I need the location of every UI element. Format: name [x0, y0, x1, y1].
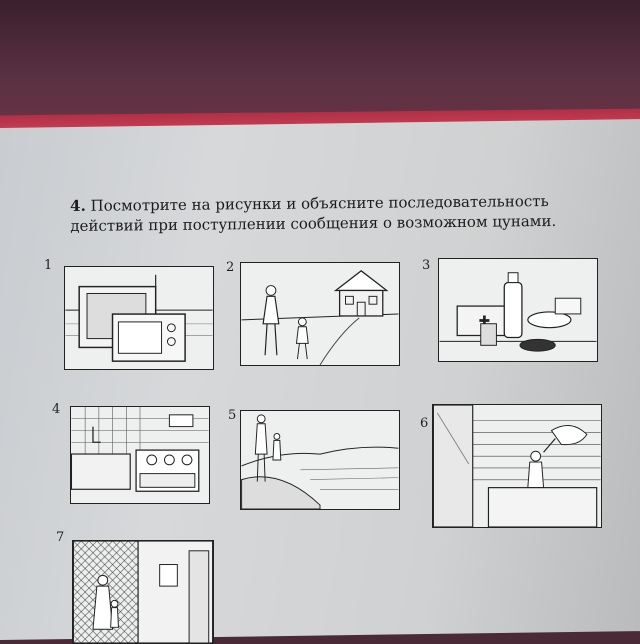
tv-and-radio-icon — [65, 274, 213, 362]
task-text: 4. Посмотрите на рисунки и объясните пос… — [70, 190, 630, 236]
figure-number-4: 4 — [52, 402, 61, 417]
figure-number-7: 7 — [56, 530, 65, 545]
food-and-first-aid-supplies-icon: ✚ — [439, 272, 597, 352]
mother-child-in-doorway-icon — [73, 541, 213, 643]
figure-5 — [240, 410, 400, 510]
figure-4 — [70, 406, 210, 504]
figure-number-6: 6 — [420, 416, 429, 431]
figure-3: ✚ — [438, 258, 598, 362]
people-on-hill-above-sea-icon — [241, 414, 399, 509]
figure-7 — [72, 540, 214, 644]
svg-text:✚: ✚ — [479, 314, 491, 330]
task-number: 4. — [70, 196, 86, 215]
figure-number-2: 2 — [226, 260, 235, 275]
kitchen-stove-gas-water-off-icon — [71, 407, 209, 492]
figure-number-3: 3 — [422, 258, 431, 273]
mother-child-leaving-house-icon — [241, 270, 399, 365]
figure-number-5: 5 — [228, 408, 237, 423]
figure-6 — [432, 404, 602, 528]
man-on-balcony-waving-cloth-icon — [433, 405, 601, 527]
figure-1 — [64, 266, 214, 370]
figure-2 — [240, 262, 400, 366]
figure-number-1: 1 — [44, 258, 53, 273]
